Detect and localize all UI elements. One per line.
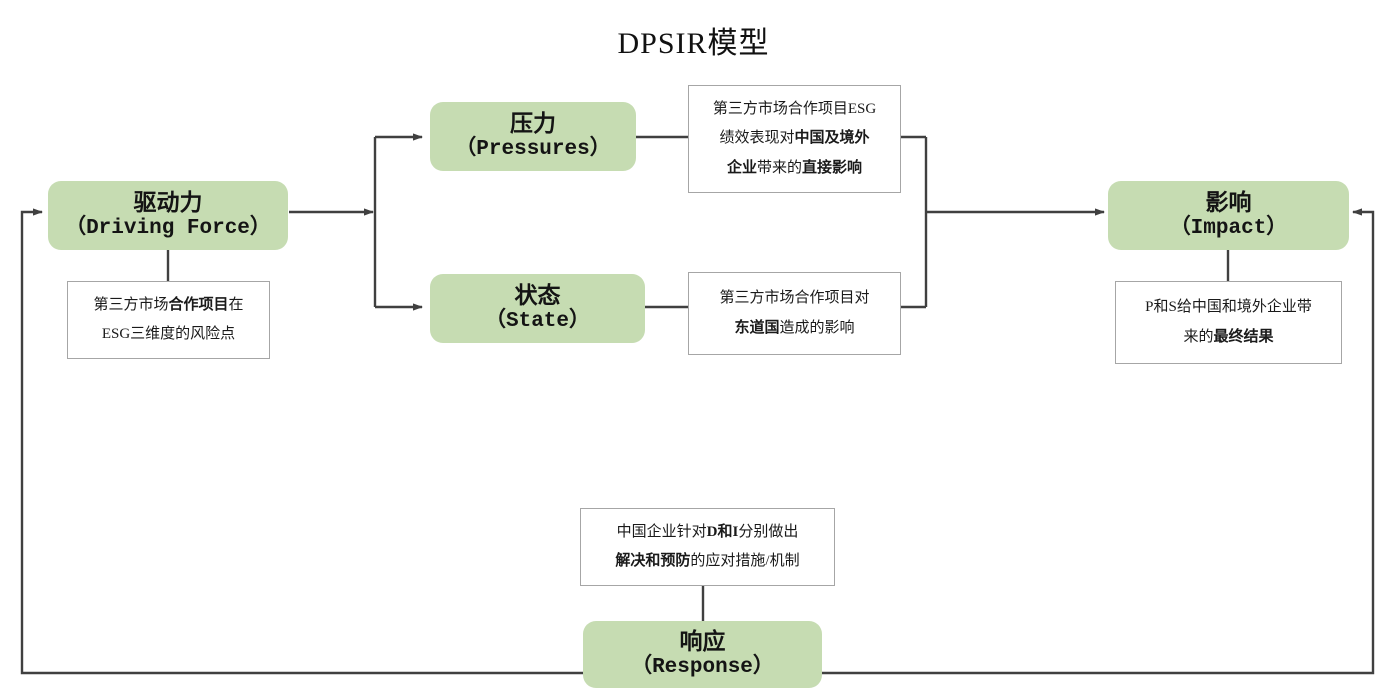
node-impact-cn: 影响 — [1205, 190, 1252, 216]
note-driving-force: 第三方市场合作项目在 ESG三维度的风险点 — [67, 281, 270, 359]
note-impact-line-1: P和S给中国和境外企业带 — [1145, 299, 1312, 316]
node-impact[interactable]: 影响 （Impact） — [1108, 181, 1349, 250]
note-pressures: 第三方市场合作项目ESG 绩效表现对中国及境外 企业带来的直接影响 — [688, 85, 901, 193]
node-pressures[interactable]: 压力 （Pressures） — [430, 102, 636, 171]
node-pressures-cn: 压力 — [510, 111, 556, 137]
note-driving-force-line-2: ESG三维度的风险点 — [101, 326, 236, 342]
node-driving-force-cn: 驱动力 — [133, 190, 203, 216]
node-state[interactable]: 状态 （State） — [430, 274, 645, 343]
note-response: 中国企业针对D和I分别做出 解决和预防的应对措施/机制 — [580, 508, 835, 586]
note-pressures-line-1: 第三方市场合作项目ESG — [712, 101, 877, 118]
node-driving-force-en: （Driving Force） — [65, 217, 271, 241]
note-pressures-line-2: 绩效表现对中国及境外 — [719, 130, 870, 147]
node-response[interactable]: 响应 （Response） — [583, 621, 822, 688]
note-state-line-2: 东道国造成的影响 — [734, 319, 855, 336]
page-title: DPSIR模型 — [617, 27, 770, 60]
note-driving-force-line-1: 第三方市场合作项目在 — [93, 296, 244, 313]
node-pressures-en: （Pressures） — [455, 138, 611, 162]
node-driving-force[interactable]: 驱动力 （Driving Force） — [48, 181, 288, 250]
note-impact: P和S给中国和境外企业带 来的最终结果 — [1115, 281, 1342, 364]
node-response-en: （Response） — [631, 656, 774, 680]
note-state: 第三方市场合作项目对 东道国造成的影响 — [688, 272, 901, 355]
node-impact-en: （Impact） — [1169, 217, 1288, 241]
node-state-cn: 状态 — [514, 283, 561, 309]
note-state-line-1: 第三方市场合作项目对 — [719, 290, 870, 307]
note-response-line-1: 中国企业针对D和I分别做出 — [616, 523, 799, 540]
note-response-line-2: 解决和预防的应对措施/机制 — [615, 553, 800, 569]
note-impact-line-2: 来的最终结果 — [1183, 328, 1274, 345]
note-pressures-line-3: 企业带来的直接影响 — [726, 159, 863, 176]
node-response-cn: 响应 — [679, 629, 726, 655]
node-state-en: （State） — [484, 310, 590, 334]
